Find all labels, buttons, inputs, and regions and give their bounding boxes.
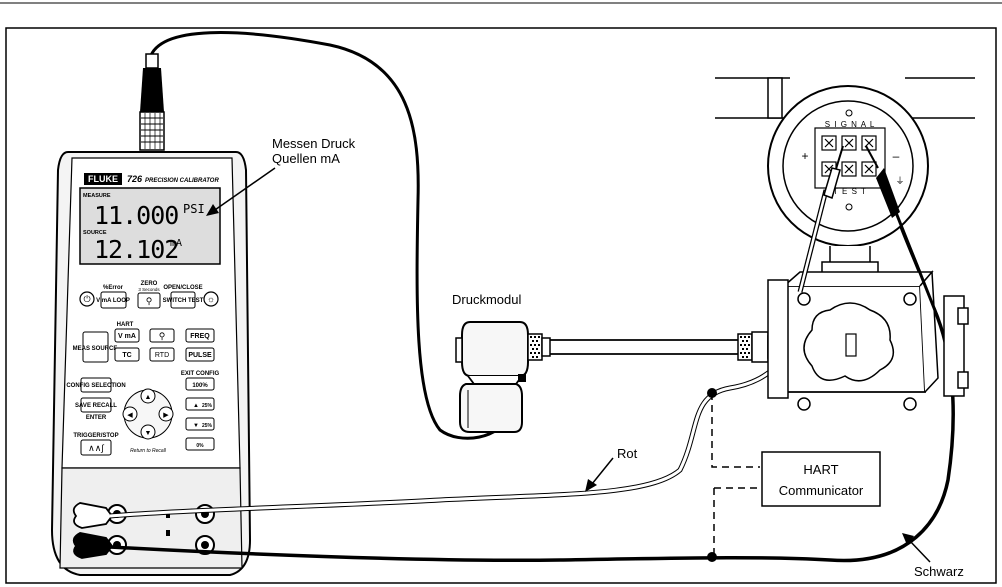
trigger-stop-label: TRIGGER/STOP	[73, 433, 118, 439]
openclose-label: OPEN/CLOSE	[163, 285, 202, 291]
pct25-down-button[interactable]	[185, 417, 215, 431]
red-probe	[797, 145, 844, 293]
arrow-down-icon: ▼	[145, 430, 152, 437]
pct25-up-label: 25%	[202, 403, 213, 409]
arrow-right-icon: ▶	[163, 412, 169, 419]
pct100-button[interactable]	[185, 377, 215, 391]
plus-label: +	[801, 149, 808, 163]
messen-arrow	[211, 167, 276, 213]
pct0-button[interactable]	[185, 437, 215, 451]
brand-logo: FLUKE	[88, 174, 118, 184]
switch-test-label: SWITCH TEST	[163, 298, 204, 304]
tc-button[interactable]	[114, 347, 140, 362]
pct100-label: 100%	[192, 383, 208, 389]
meas-source-label: MEAS SOURCE	[73, 346, 118, 352]
meas-source-button[interactable]	[82, 331, 109, 363]
waveform-icon: ∧∧∫	[88, 443, 105, 453]
schwarz-arrow	[908, 539, 931, 563]
freq-button[interactable]	[185, 328, 215, 343]
messen-label-line1: Messen Druck	[272, 136, 356, 151]
dpad-up-button[interactable]	[140, 388, 156, 404]
trigger-stop-button[interactable]	[80, 439, 112, 456]
dpad-left-button[interactable]	[122, 406, 138, 422]
pulse-label: PULSE	[188, 352, 212, 359]
tc-label: TC	[122, 352, 131, 359]
hart-dashed-lines	[711, 393, 760, 557]
rtd-label: RTD	[155, 352, 169, 359]
rot-arrow	[591, 457, 614, 485]
minus-label: –	[893, 149, 900, 163]
dpad-down-button[interactable]	[140, 424, 156, 440]
enter-label: ENTER	[86, 415, 107, 421]
error-label: %Error	[103, 285, 124, 291]
messen-label-line2: Quellen mA	[272, 151, 340, 166]
pressure-module	[455, 321, 551, 433]
lcd-display	[79, 187, 221, 265]
rtd-button[interactable]	[149, 347, 175, 362]
signal-label: S I G N A L	[825, 120, 876, 129]
config-selection-button[interactable]	[80, 377, 112, 393]
measure-value: 11.000	[94, 201, 178, 230]
vma-button[interactable]	[114, 328, 140, 343]
source-unit: mA	[170, 238, 182, 249]
black-probe	[865, 145, 940, 319]
save-recall-button[interactable]	[80, 397, 112, 413]
model-subtitle: PRECISION CALIBRATOR	[145, 178, 219, 184]
hart-label: HART	[117, 322, 134, 328]
save-recall-label: SAVE RECALL	[75, 403, 117, 409]
fluke-726-calibrator: FLUKE 726 PRECISION CALIBRATOR MEASURE 1…	[50, 151, 252, 576]
hose-fitting	[139, 53, 165, 151]
zero-sub-label: 3 Seconds	[138, 287, 160, 292]
switch-test-button[interactable]	[170, 291, 196, 309]
backlight-icon: ☼	[207, 294, 215, 304]
pressure-icon: ⚲	[159, 331, 166, 341]
druckmodul-label: Druckmodul	[452, 292, 521, 307]
return-recall-label: Return to Recall	[130, 448, 167, 454]
pct0-label: 0%	[196, 443, 204, 449]
hart-label-line1: HART	[803, 462, 838, 477]
test-label: T E S T	[833, 187, 867, 196]
source-label: SOURCE	[83, 230, 107, 236]
pct25-down-label: 25%	[202, 423, 213, 429]
dpad-right-button[interactable]	[158, 406, 174, 422]
exit-config-label: EXIT CONFIG	[181, 371, 220, 377]
pressure-gauge-icon: ⚲	[146, 296, 153, 306]
arrow-up-icon: ▲	[145, 394, 152, 401]
schwarz-label: Schwarz	[914, 564, 964, 579]
zero-label: ZERO	[141, 281, 158, 287]
hart-label-line2: Communicator	[779, 483, 864, 498]
vma-loop-button[interactable]	[100, 291, 127, 309]
measure-label: MEASURE	[83, 193, 111, 199]
arrow-left-icon: ◀	[127, 412, 133, 419]
config-selection-label: CONFIG SELECTION	[66, 383, 125, 389]
step-up-icon: ▲	[193, 403, 199, 409]
model-number: 726	[127, 174, 143, 184]
ground-icon: ⏚	[895, 176, 904, 186]
source-value: 12.102	[94, 235, 178, 264]
pulse-button[interactable]	[185, 347, 215, 362]
measure-unit: PSI	[183, 202, 205, 216]
hart-communicator-box	[761, 451, 881, 507]
power-button[interactable]	[79, 291, 95, 307]
pressure-line	[550, 331, 779, 363]
vma-label: V mA	[118, 333, 136, 340]
vma-loop-label: V mA LOOP	[96, 298, 130, 304]
zero-button[interactable]	[137, 292, 161, 309]
pressure-button[interactable]	[149, 328, 175, 343]
power-icon: ⏻	[83, 294, 90, 304]
junction-dot-black	[707, 552, 717, 562]
figure-frame	[5, 27, 997, 584]
rot-label: Rot	[617, 446, 638, 461]
pct25-up-button[interactable]	[185, 397, 215, 411]
step-down-icon: ▼	[193, 423, 199, 429]
backlight-button[interactable]	[203, 291, 219, 307]
pressure-transmitter: S I G N A L T E S T + – ⏚	[715, 77, 975, 411]
freq-label: FREQ	[190, 333, 210, 340]
pressure-hose	[148, 31, 514, 440]
